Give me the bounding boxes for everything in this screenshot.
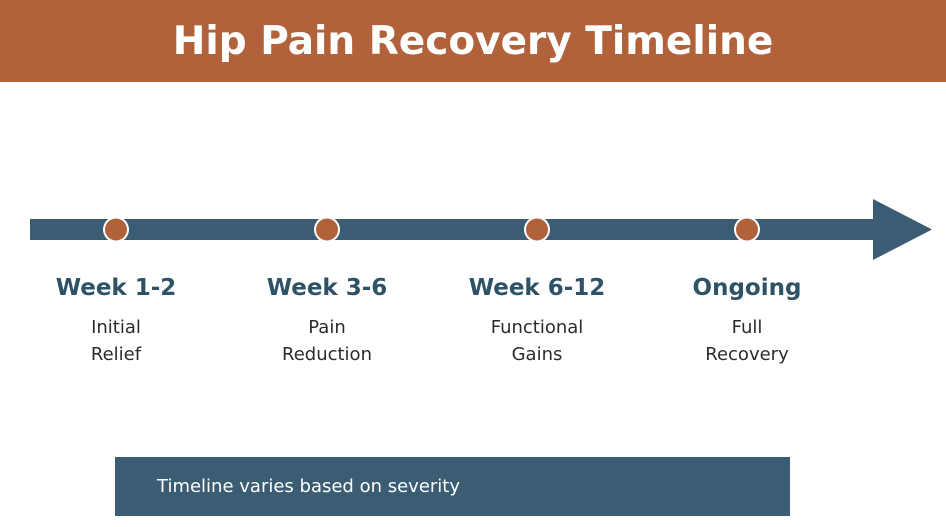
milestone-description-1-line1: Initial [91, 317, 141, 339]
milestone-3[interactable]: Week 6-12 Functional Gains [417, 275, 657, 368]
milestone-marker-4[interactable] [736, 218, 758, 241]
milestone-title-3: Week 6-12 [468, 275, 606, 301]
milestone-title-4: Ongoing [692, 275, 802, 301]
milestone-title-1: Week 1-2 [55, 275, 177, 301]
milestone-4[interactable]: Ongoing Full Recovery [627, 275, 867, 368]
milestone-description-2-line1: Pain [308, 317, 346, 339]
arrow-right-icon [873, 199, 932, 260]
milestone-description-4-line1: Full [731, 317, 763, 339]
milestone-description-2: Pain Reduction [207, 314, 447, 368]
milestone-description-3-line2: Gains [511, 344, 563, 366]
milestone-marker-2[interactable] [316, 218, 338, 241]
milestone-description-1-line2: Relief [90, 344, 142, 366]
milestone-description-3-line1: Functional [490, 317, 584, 339]
footer-note-text: Timeline varies based on severity [157, 475, 461, 497]
header-banner: Hip Pain Recovery Timeline [0, 0, 946, 82]
milestone-2[interactable]: Week 3-6 Pain Reduction [207, 275, 447, 368]
timeline-axis-graphic [30, 199, 932, 260]
milestone-description-3: Functional Gains [417, 314, 657, 368]
timeline-section: Week 1-2 Initial Relief Week 3-6 Pain Re… [0, 82, 946, 457]
milestone-label-group: Week 1-2 Initial Relief Week 3-6 Pain Re… [0, 82, 946, 457]
milestone-description-4: Full Recovery [627, 314, 867, 368]
milestone-1[interactable]: Week 1-2 Initial Relief [0, 275, 236, 368]
timeline-bar [30, 219, 873, 240]
milestone-title-2: Week 3-6 [266, 275, 388, 301]
milestone-description-1: Initial Relief [0, 314, 236, 368]
milestone-description-4-line2: Recovery [705, 344, 789, 366]
milestone-marker-3[interactable] [526, 218, 548, 241]
footer-note-banner: Timeline varies based on severity [115, 457, 790, 516]
milestone-marker-1[interactable] [105, 218, 127, 241]
page-title: Hip Pain Recovery Timeline [172, 18, 774, 64]
milestone-description-2-line2: Reduction [282, 344, 372, 366]
